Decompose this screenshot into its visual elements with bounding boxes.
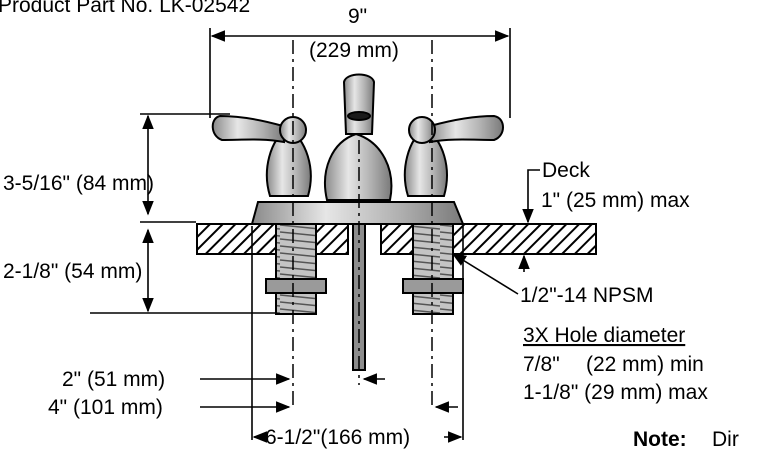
deck-right	[449, 223, 597, 255]
right-shank	[412, 223, 454, 315]
deck-left	[196, 223, 280, 255]
spout-body	[324, 132, 393, 201]
label-base-width: 6-1/2"(166 mm)	[265, 426, 410, 449]
right-handle-cap	[408, 116, 436, 144]
product-number: Product Part No. LK-02542	[0, 0, 250, 17]
label-deck-title: Deck	[542, 159, 590, 182]
leader-deck	[522, 169, 540, 224]
deck-center-right	[380, 223, 417, 255]
center-lines	[292, 40, 433, 410]
label-hole-min-in: 7/8"	[523, 353, 560, 376]
label-hole-min-mm: (22 mm) min	[586, 353, 704, 376]
left-nut	[265, 278, 327, 294]
label-offset-2: 2" (51 mm)	[62, 368, 165, 391]
spout-outlet	[347, 111, 371, 121]
leader-thread	[451, 253, 519, 295]
left-handle	[211, 114, 286, 144]
deck-center-left	[312, 223, 349, 255]
label-offset-4: 4" (101 mm)	[48, 396, 163, 419]
note-label: Note:	[633, 428, 687, 451]
label-hole-heading: 3X Hole diameter	[523, 324, 685, 347]
label-hole-max: 1-1/8" (29 mm) max	[523, 381, 708, 404]
spout-neck	[342, 73, 376, 135]
left-shank	[275, 223, 317, 315]
label-width-mm: (229 mm)	[309, 39, 399, 62]
label-height-above-deck: 3-5/16" (84 mm)	[3, 172, 154, 195]
label-shank-length: 2-1/8" (54 mm)	[3, 260, 142, 283]
label-width-in: 9"	[348, 5, 367, 28]
label-deck-max: 1" (25 mm) max	[541, 189, 690, 212]
faucet-illustration	[211, 73, 504, 371]
right-handle	[429, 114, 504, 144]
note-text: Dir	[712, 428, 739, 451]
label-thread: 1/2"-14 NPSM	[520, 284, 654, 307]
right-nut	[402, 278, 464, 294]
deck-slab	[196, 223, 597, 255]
faucet-base	[250, 201, 465, 225]
dimension-lines	[90, 28, 540, 443]
